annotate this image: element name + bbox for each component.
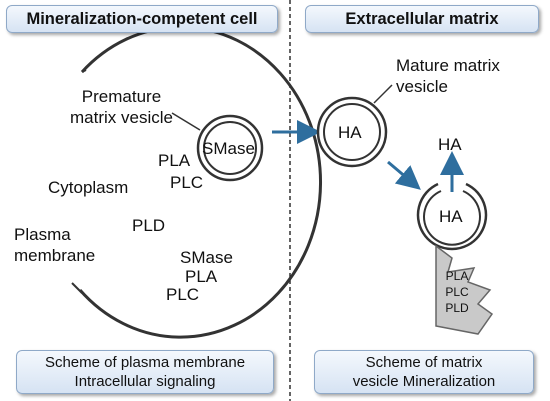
membrane-smase-label: SMase xyxy=(180,248,233,267)
wedge-pld-label: PLD xyxy=(445,301,469,315)
plasma-membrane-line2: membrane xyxy=(14,246,96,265)
membrane-plc-label: PLC xyxy=(166,285,200,304)
wedge-plc-label: PLC xyxy=(445,285,469,299)
header-right-title: Extracellular matrix xyxy=(345,10,499,28)
premature-vesicle-pointer xyxy=(171,112,201,131)
premature-vesicle-line1: Premature xyxy=(81,87,162,106)
rupture-arrow xyxy=(387,160,421,190)
header-left-box: Mineralization-competent cell xyxy=(6,5,278,33)
footer-right-line1: Scheme of matrix xyxy=(365,354,483,371)
mature-vesicle-line2: vesicle xyxy=(396,77,448,96)
plc-label: PLC xyxy=(170,173,204,192)
header-right-box: Extracellular matrix xyxy=(305,5,539,33)
enzyme-wedge xyxy=(435,244,494,335)
mature-vesicle-outer xyxy=(316,96,388,168)
ha-mature-label: HA xyxy=(338,123,362,142)
pla-label: PLA xyxy=(158,151,191,170)
premature-vesicle-label: Premature matrix vesicle xyxy=(70,86,173,128)
footer-right-line2: vesicle Mineralization xyxy=(352,373,496,390)
wedge-pla-label: PLA xyxy=(445,269,469,283)
membrane-pointer-top xyxy=(81,69,87,73)
ha-open-label: HA xyxy=(439,207,463,226)
plasma-membrane-line1: Plasma xyxy=(14,225,71,244)
plasma-membrane-label: Plasma membrane xyxy=(14,224,95,266)
ha-released-label: HA xyxy=(438,135,462,154)
premature-vesicle-outer xyxy=(196,114,264,182)
ruptured-vesicle-inner xyxy=(423,190,481,246)
header-left-title: Mineralization-competent cell xyxy=(26,10,258,28)
footer-left-box: Scheme of plasma membrane Intracellular … xyxy=(16,350,274,394)
membrane-pointer-bottom xyxy=(71,282,83,294)
premature-vesicle-inner xyxy=(203,121,257,175)
cytoplasm-label: Cytoplasm xyxy=(48,178,129,197)
mature-vesicle-label: Mature matrix vesicle xyxy=(396,55,500,97)
premature-vesicle-line2: matrix vesicle xyxy=(70,108,173,127)
footer-left-line2: Intracellular signaling xyxy=(74,373,216,390)
mature-vesicle-line1: Mature matrix xyxy=(396,56,500,75)
vesicle-smase-label: SMase xyxy=(202,139,255,158)
pld-label: PLD xyxy=(132,216,166,235)
ruptured-vesicle-outer xyxy=(416,182,488,251)
membrane-pla-label: PLA xyxy=(185,267,218,286)
footer-right-box: Scheme of matrix vesicle Mineralization xyxy=(314,350,534,394)
enzyme-wedge-labels: PLA PLC PLD xyxy=(442,268,472,316)
footer-left-line1: Scheme of plasma membrane xyxy=(44,354,246,371)
mature-vesicle-inner xyxy=(323,103,381,161)
mature-vesicle-pointer xyxy=(373,84,393,104)
